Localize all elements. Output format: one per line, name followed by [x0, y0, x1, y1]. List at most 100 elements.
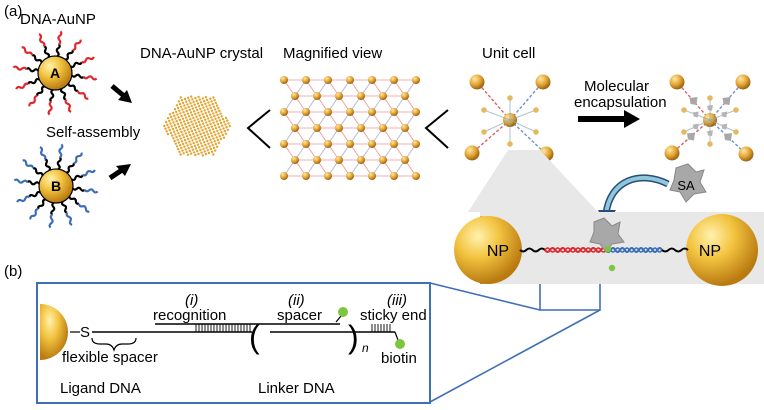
crystal-dot	[210, 100, 213, 103]
crystal-dot	[182, 152, 185, 155]
crystal-dot	[193, 103, 196, 106]
uc-sa-inner	[707, 130, 713, 137]
label-iii: (iii)	[387, 292, 407, 309]
strand-b-black-3	[50, 201, 56, 216]
crystal-dot	[200, 126, 203, 129]
lattice-particle	[379, 92, 387, 100]
crystal-dot	[181, 101, 185, 105]
crystal-dot	[197, 127, 200, 130]
strand-b-color-7	[22, 159, 35, 169]
crystal-dot	[216, 138, 219, 142]
crystal-dot	[188, 99, 191, 102]
uc-corner	[469, 74, 485, 90]
lattice-particle	[302, 108, 310, 116]
crystal-dot	[177, 100, 180, 103]
crystal-dot	[182, 136, 186, 139]
crystal-dot	[181, 133, 184, 136]
encapsulation-label: encapsulation	[574, 94, 667, 111]
crystal-dot	[197, 136, 200, 140]
label-i: (i)	[185, 292, 198, 309]
crystal-dot	[189, 111, 193, 114]
crystal-dot	[204, 137, 208, 140]
strand-b-color-8	[39, 146, 47, 160]
crystal-dot	[206, 98, 209, 102]
crystal-dot	[199, 142, 203, 145]
crystal-dot	[167, 126, 170, 129]
strand-b-black-1	[68, 196, 80, 205]
particle-b	[38, 168, 74, 204]
crystal-dot	[212, 96, 215, 99]
crystal-dot	[176, 113, 179, 116]
recognition-hashes	[195, 324, 251, 332]
crystal-dot	[214, 133, 217, 136]
crystal-dot	[213, 99, 216, 102]
strand-a-black-10	[65, 49, 74, 61]
crystal-dot	[185, 100, 188, 103]
zoom-black-right	[661, 247, 689, 253]
zoom-red-helix-2	[544, 247, 607, 253]
crystal-dot	[207, 151, 211, 155]
crystal-dot	[175, 120, 178, 123]
strand-b-black-11	[71, 174, 84, 182]
strand-a-black-3	[49, 88, 55, 103]
crystal-dot	[184, 148, 187, 151]
crystal-dot	[207, 117, 210, 120]
crystal-dot	[178, 144, 182, 147]
crystal-dot	[206, 108, 209, 111]
crystal-dot	[205, 130, 208, 133]
crystal-dot	[210, 109, 214, 112]
strand-b-black-8	[44, 158, 52, 171]
lattice-particle	[346, 76, 354, 84]
zoom-bracket-right	[424, 109, 449, 149]
crystal-dot	[165, 130, 168, 133]
crystal-dot	[180, 130, 183, 134]
crystal-dot	[209, 97, 212, 100]
crystal-dot	[180, 146, 183, 150]
crystal-dot	[194, 147, 198, 150]
arrow-a-to-crystal	[110, 84, 132, 103]
crystal-dot	[198, 146, 201, 149]
crystal-dot	[185, 150, 188, 154]
uc-corner	[738, 146, 754, 162]
crystal-dot	[212, 121, 215, 124]
crystal-dot	[206, 123, 209, 127]
crystal-dot	[189, 127, 192, 130]
strand-a-black-2	[59, 88, 67, 101]
lattice-particle	[335, 156, 343, 164]
lattice-particle	[412, 172, 420, 180]
crystal-dot	[175, 145, 179, 148]
crystal-dot	[174, 142, 177, 145]
crystal-dot	[214, 126, 218, 130]
lattice-particle	[357, 156, 365, 164]
np-left-label: NP	[487, 243, 509, 260]
zoom-strands	[519, 247, 689, 253]
crystal-dot	[193, 128, 197, 132]
spacer-biotin-dot	[338, 307, 348, 317]
particle-b-group	[13, 143, 99, 229]
crystal-dot	[224, 116, 228, 120]
crystal-dot	[201, 103, 204, 107]
crystal-dot	[210, 150, 214, 153]
crystal-dot	[215, 104, 219, 107]
crystal-dot	[208, 145, 211, 148]
crystal-dot	[202, 106, 205, 109]
lattice-particle	[313, 124, 321, 132]
strand-b-black-4	[37, 198, 46, 210]
crystal-dot	[196, 102, 200, 105]
zoom-blue-helix-2	[605, 247, 663, 253]
lattice-particle	[390, 76, 398, 84]
crystal-dot	[217, 132, 220, 135]
uc-face	[533, 107, 539, 113]
uc-face	[681, 107, 687, 113]
crystal-dot	[184, 107, 187, 110]
crystal-dot	[179, 128, 182, 131]
crystal-dot	[205, 105, 208, 108]
uc-face	[733, 107, 739, 113]
strand-a-black-11	[70, 61, 83, 69]
crystal-dot	[179, 121, 183, 124]
crystal-dot	[224, 132, 228, 135]
lattice-particle	[335, 92, 343, 100]
crystal-dot	[212, 105, 216, 109]
crystal-dot	[196, 150, 199, 153]
